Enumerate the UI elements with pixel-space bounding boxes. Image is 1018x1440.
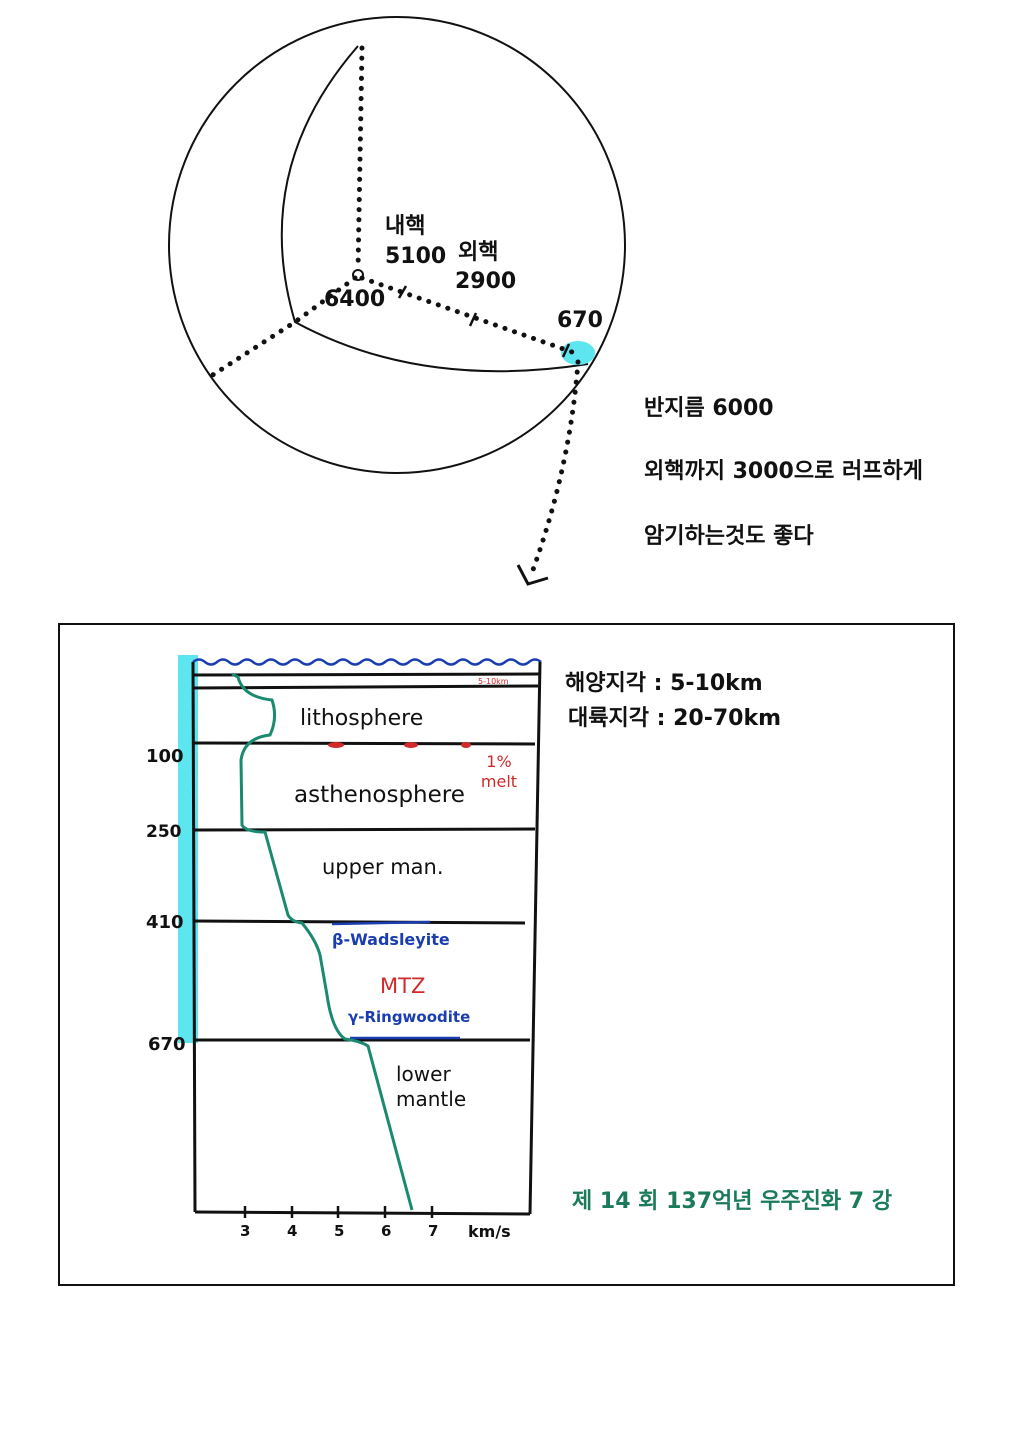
melt-label: 1% melt: [480, 752, 518, 791]
note-line: 반지름 6000: [644, 396, 774, 421]
velocity-tick: 5: [334, 1222, 345, 1240]
radius-dotted-lines: [205, 45, 581, 581]
velocity-tick: 4: [287, 1222, 298, 1240]
layer-mtz: MTZ: [380, 974, 426, 998]
mantle-670-label: 670: [557, 308, 603, 333]
note-line: 암기하는것도 좋다: [644, 524, 814, 549]
depth-tick-250: 250: [146, 822, 182, 842]
ocean-surface-line: [192, 658, 542, 666]
depth-tick-670: 670: [148, 1034, 186, 1055]
earth-radius-label: 6400: [324, 287, 386, 312]
crust-thickness-small: 5-10km: [478, 677, 509, 686]
profile-box: [58, 623, 955, 1286]
layer-lithosphere: lithosphere: [300, 706, 424, 731]
mineral-ringwoodite: γ-Ringwoodite: [348, 1008, 471, 1026]
depth-tick-100: 100: [146, 746, 184, 767]
layer-asthenosphere: asthenosphere: [294, 782, 465, 808]
earth-center: [352, 269, 364, 281]
velocity-unit: km/s: [468, 1222, 511, 1241]
boundary-ticks: [397, 285, 571, 358]
chart-frame: [191, 661, 542, 1216]
velocity-tick: 6: [381, 1222, 392, 1240]
mineral-hatch: [331, 920, 460, 1040]
inner-core-label: 내핵: [385, 214, 426, 239]
velocity-tick: 3: [240, 1222, 251, 1240]
continental-crust-note: 대륙지각 : 20-70km: [568, 706, 781, 731]
melt-marks: [328, 742, 471, 748]
earth-outline: [168, 16, 626, 474]
outer-core-depth: 2900: [455, 269, 517, 294]
oceanic-crust-note: 해양지각 : 5-10km: [565, 671, 763, 696]
velocity-curve: [231, 672, 414, 1211]
outer-core-label: 외핵: [458, 240, 499, 265]
arrow-head-icon: [516, 564, 549, 586]
core-cutaway-outline: [280, 45, 589, 373]
layer-lower-mantle: lower mantle: [396, 1062, 467, 1111]
mineral-wadsleyite: β-Wadsleyite: [332, 930, 450, 949]
highlight-670: [561, 341, 595, 365]
x-axis-ticks: [243, 1206, 434, 1218]
inner-core-depth: 5100: [385, 244, 447, 269]
velocity-tick: 7: [428, 1222, 439, 1240]
layer-upper-mantle: upper man.: [322, 855, 444, 879]
lecture-footer: 제 14 회 137억년 우주진화 7 강: [572, 1189, 892, 1214]
note-line: 외핵까지 3000으로 러프하게: [644, 459, 923, 484]
depth-tick-410: 410: [146, 912, 184, 933]
